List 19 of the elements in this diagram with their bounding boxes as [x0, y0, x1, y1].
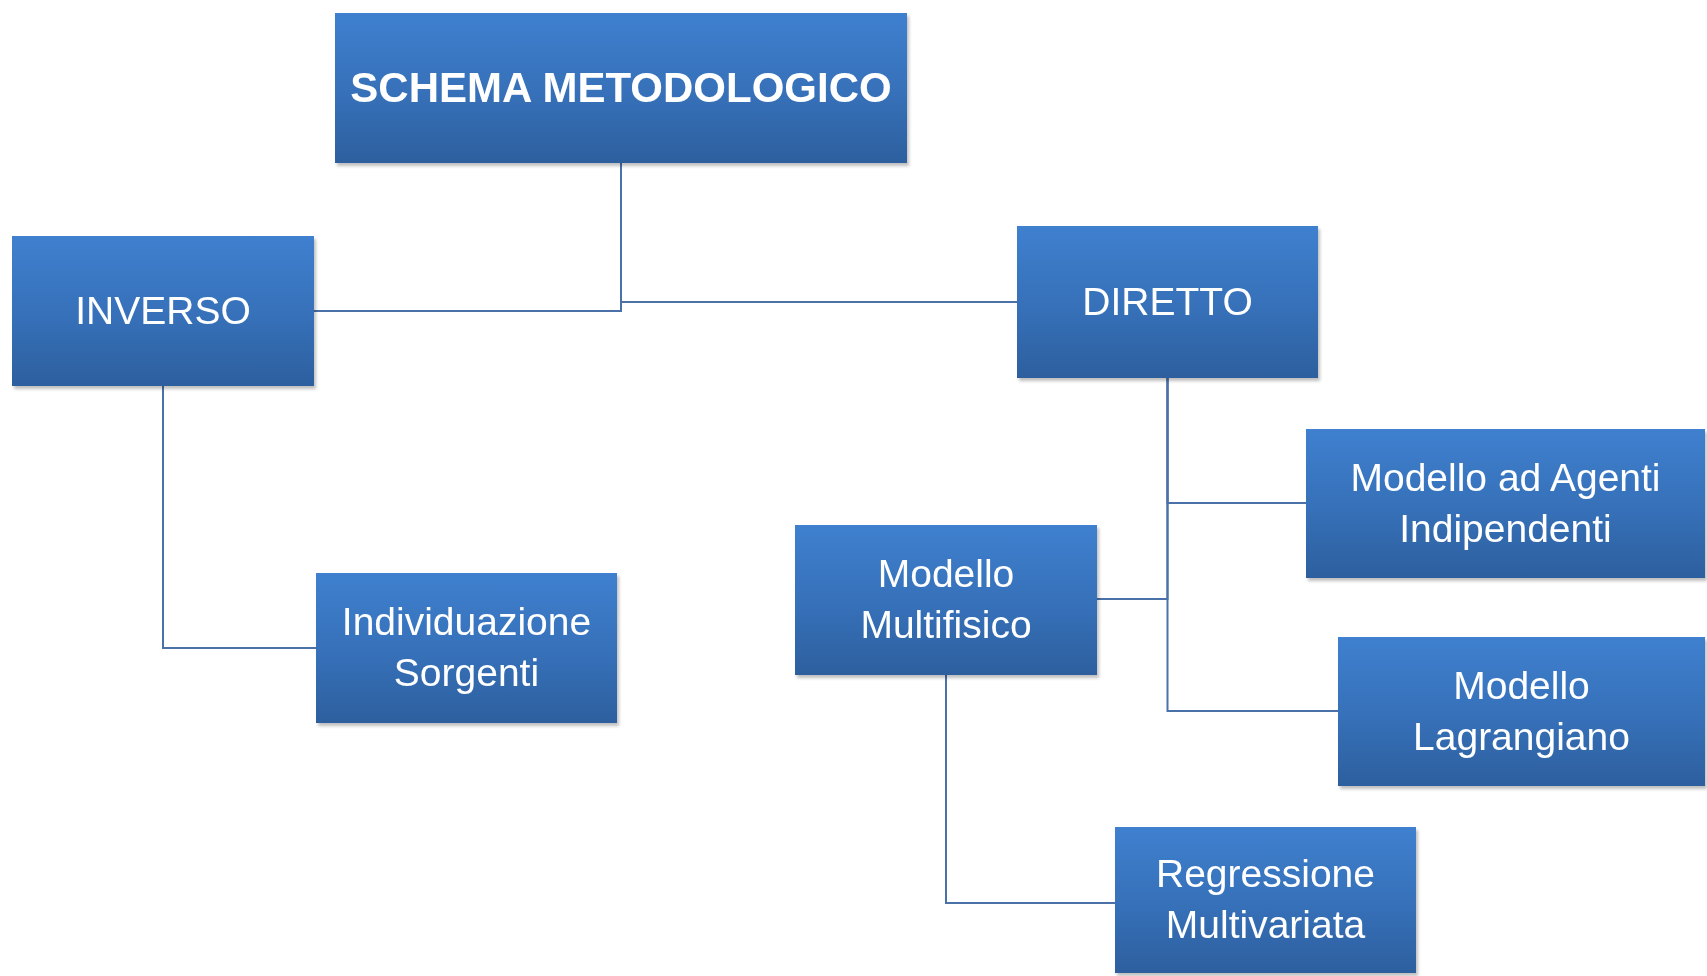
process-box [1338, 637, 1705, 786]
box-label: Modello Multifisico [859, 551, 1033, 648]
process-box [1306, 429, 1705, 578]
process-box [1017, 226, 1318, 378]
box-label: Individuazione Sorgenti [340, 599, 593, 696]
connector-line [945, 674, 1116, 904]
process-box [1115, 827, 1416, 973]
process-box [335, 13, 907, 163]
connector-line [162, 385, 317, 649]
connector-line [1166, 377, 1339, 712]
box-label: DIRETTO [1082, 278, 1253, 325]
box-label: Modello Lagrangiano [1412, 662, 1631, 760]
box-label: Modello ad Agenti Indipendenti [1349, 454, 1662, 552]
process-box [795, 525, 1097, 675]
process-box [12, 236, 314, 386]
process-box [316, 573, 617, 723]
box-label: INVERSO [75, 287, 251, 334]
box-label: SCHEMA METODOLOGICO [350, 62, 892, 113]
box-label: Regressione Multivariata [1155, 851, 1376, 948]
